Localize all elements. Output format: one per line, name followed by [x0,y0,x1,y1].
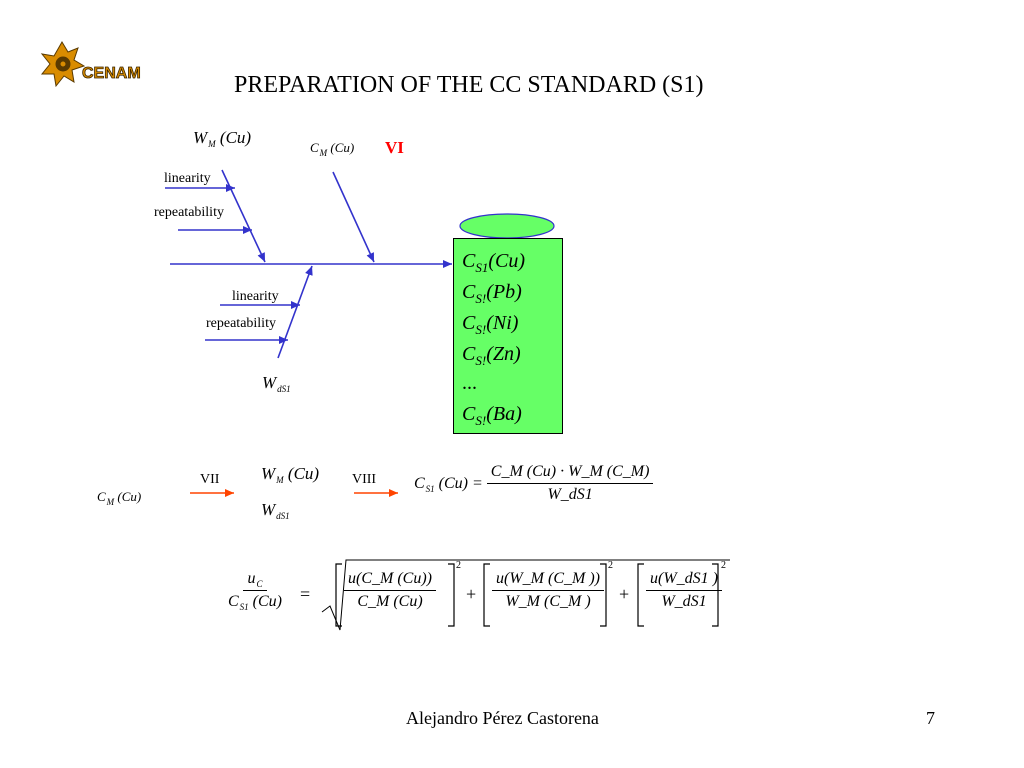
plus-1: + [466,584,477,604]
term2: u(W_M (C_M )) W_M (C_M ) [492,570,604,611]
exp-3: 2 [721,560,726,571]
term3: u(W_dS1 ) W_dS1 [646,570,722,611]
lower-linearity-label: linearity [232,289,279,304]
wds1-label: WdS1 [262,373,291,394]
box-line-ellipsis: ... [462,372,477,394]
cs1-denominator: W_dS1 [547,486,593,503]
upper-linearity-label: linearity [164,171,211,186]
box-line-ni: CS!(Ni) [462,312,519,337]
flow-wds1: WdS1 [261,500,290,521]
box-line-ba: CS!(Ba) [462,403,522,428]
cenam-logo-icon: CENAM [40,41,141,88]
uncertainty-lhs: uC CS1 (Cu) [228,570,282,612]
box-line-pb: CS!(Pb) [462,281,522,306]
lower-repeatability-label: repeatability [206,316,276,331]
brackets [335,563,719,627]
slide-title: PREPARATION OF THE CC STANDARD (S1) [234,72,704,98]
box-top-ellipse [459,213,555,239]
cenam-logo: CENAM [38,40,150,90]
box-line-zn: CS!(Zn) [462,343,521,368]
exp-2: 2 [608,560,613,571]
wm-branch-arrow [221,169,266,263]
label-vi: VI [385,138,404,157]
page-number: 7 [926,708,935,728]
wds-branch-arrow [277,265,313,359]
upper-repeatability-label: repeatability [154,205,224,220]
flow-cm-cu: CM (Cu) [97,489,142,507]
exp-1: 2 [456,560,461,571]
standard-box [453,238,563,434]
footer-author: Alejandro Pérez Castorena [406,708,599,728]
wm-cu-label: WM (Cu) [193,128,252,149]
uncertainty-equals: = [300,584,311,604]
cs1-equation: CS1 (Cu) = C_M (Cu) · W_M (C_M) W_dS1 [414,463,654,504]
plus-2: + [619,584,630,604]
cm-cu-label: CM (Cu) [310,140,355,158]
term1: u(C_M (Cu)) C_M (Cu) [344,570,436,611]
radical-sign [321,559,730,631]
logo-text: CENAM [82,65,141,82]
cs1-numerator: C_M (Cu) · W_M (C_M) [486,463,654,484]
box-line-cu: CS1(Cu) [462,250,526,275]
cm-branch-arrow [332,171,375,263]
label-vii: VII [200,472,220,487]
flow-wm-cu: WM (Cu) [261,464,320,485]
label-viii: VIII [352,472,377,487]
